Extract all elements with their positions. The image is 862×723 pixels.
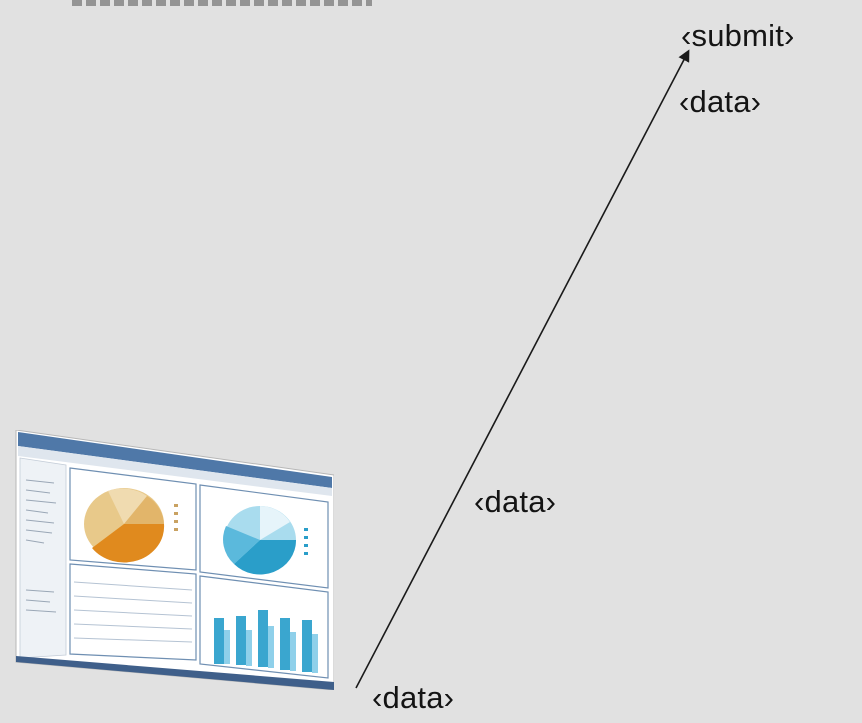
window-titlebar: [18, 432, 332, 488]
table-rows: [73, 581, 193, 643]
pie-chart-orange: [84, 488, 165, 563]
pie-chart-blue: [223, 506, 297, 575]
left-nav-panel: [19, 457, 67, 659]
nav-lines: [25, 479, 57, 613]
submit-label: ‹submit›: [681, 18, 795, 53]
data-label-top: ‹data›: [679, 84, 762, 119]
data-label-middle: ‹data›: [474, 484, 557, 519]
toolbar-strip: [18, 446, 332, 496]
taskbar: [16, 656, 334, 690]
dashboard-image: [15, 430, 334, 690]
arrow-line: [355, 49, 690, 689]
legend-blue: [304, 528, 308, 555]
panel-table: [69, 563, 197, 661]
cropped-text-fragment: [72, 0, 372, 6]
dashboard-screenshot-thumbnail: [14, 430, 334, 690]
bar-chart-bars: [214, 610, 312, 672]
data-label-bottom: ‹data›: [372, 680, 455, 715]
bar-chart-bars-light: [224, 626, 318, 673]
legend-orange: [174, 504, 178, 531]
